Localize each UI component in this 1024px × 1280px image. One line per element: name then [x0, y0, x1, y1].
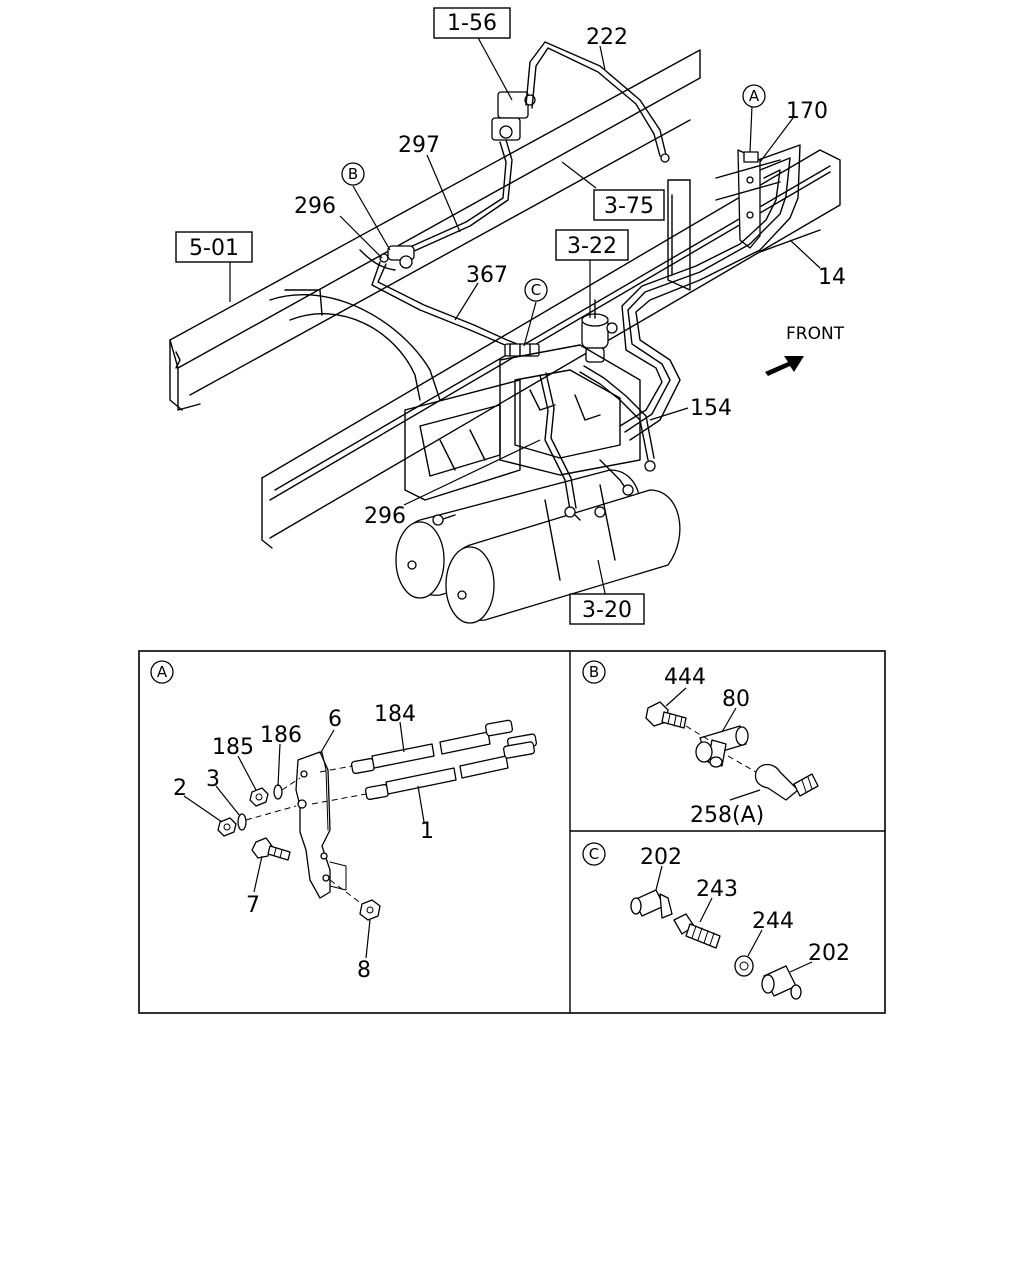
- svg-text:C: C: [531, 281, 541, 299]
- part-label-184: 184: [374, 702, 416, 727]
- cross-member: [269, 249, 441, 401]
- part-label-8: 8: [357, 958, 371, 983]
- valve-3-22: [581, 299, 618, 363]
- washer-3: [237, 813, 247, 831]
- tee-fitting-b: [379, 245, 415, 269]
- washer-186: [273, 784, 283, 800]
- bracket-plate: [295, 751, 347, 899]
- svg-text:3-22: 3-22: [567, 234, 617, 259]
- marker-c-detail[interactable]: C: [582, 842, 606, 866]
- banjo-bolt-444: [645, 701, 687, 729]
- part-label-7: 7: [246, 893, 260, 918]
- ref-box-3-22[interactable]: 3-22: [555, 229, 629, 261]
- detail-c-panel: C 202 243 244 202: [582, 842, 850, 1000]
- marker-a-detail[interactable]: A: [150, 660, 174, 684]
- ref-box-3-75[interactable]: 3-75: [593, 189, 665, 221]
- marker-b-detail[interactable]: B: [582, 660, 606, 684]
- part-label-367: 367: [466, 263, 508, 288]
- svg-text:A: A: [157, 663, 168, 681]
- part-label-444: 444: [664, 665, 706, 690]
- part-label-186: 186: [260, 723, 302, 748]
- ref-box-1-56[interactable]: 1-56: [433, 7, 511, 39]
- svg-text:3-75: 3-75: [604, 194, 654, 219]
- part-label-296-upper: 296: [294, 194, 336, 219]
- detail-b-panel: B 444 80 258(A): [582, 660, 819, 828]
- nut-185: [249, 787, 269, 807]
- tee-fitting-80: [695, 725, 749, 768]
- svg-text:A: A: [749, 87, 760, 105]
- pipe-297: [409, 139, 513, 253]
- nut-202-left: [630, 889, 673, 919]
- svg-text:1-56: 1-56: [447, 11, 497, 36]
- part-label-2: 2: [173, 776, 187, 801]
- valve-assembly: [491, 91, 536, 141]
- part-label-202-right: 202: [808, 941, 850, 966]
- front-label: FRONT: [786, 324, 845, 344]
- part-label-202-left: 202: [640, 845, 682, 870]
- part-label-1: 1: [420, 819, 434, 844]
- svg-text:C: C: [589, 845, 599, 863]
- part-label-6: 6: [328, 707, 342, 732]
- nut-2: [217, 817, 237, 837]
- front-arrow-icon: [765, 356, 804, 376]
- part-label-185: 185: [212, 735, 254, 760]
- part-label-222: 222: [586, 25, 628, 50]
- pipe-222: [525, 41, 670, 163]
- air-tanks: [395, 469, 681, 624]
- part-label-14: 14: [818, 265, 846, 290]
- sleeve-244: [734, 955, 754, 977]
- ref-box-5-01[interactable]: 5-01: [175, 231, 253, 263]
- union-243: [673, 913, 721, 949]
- part-label-3: 3: [206, 767, 220, 792]
- part-label-170: 170: [786, 99, 828, 124]
- detail-a-panel: A: [150, 660, 538, 983]
- part-label-296-lower: 296: [364, 504, 406, 529]
- pipe-170-14: [619, 144, 821, 441]
- frame-rail-lower: [261, 149, 841, 549]
- svg-text:5-01: 5-01: [189, 236, 239, 261]
- part-label-297: 297: [398, 133, 440, 158]
- part-label-80: 80: [722, 687, 750, 712]
- bolt-7: [251, 837, 291, 861]
- ref-box-3-20[interactable]: 3-20: [569, 593, 645, 625]
- tank-brackets: [404, 344, 641, 501]
- main-assembly-illustration: 1-56 3-75 5-01 3-22 3-20 222 170 297 296…: [169, 7, 846, 625]
- nut-8: [359, 899, 381, 921]
- pipe-1: [364, 741, 535, 800]
- svg-text:3-20: 3-20: [582, 598, 632, 623]
- part-label-244: 244: [752, 909, 794, 934]
- pipe-bracket-vertical: [667, 179, 691, 291]
- marker-b-main[interactable]: B: [341, 162, 365, 186]
- marker-c-main[interactable]: C: [524, 278, 548, 302]
- frame-rail-upper: [169, 49, 701, 411]
- part-label-258a: 258(A): [690, 803, 764, 828]
- nut-202-right: [761, 965, 802, 1000]
- bracket-a: [715, 149, 781, 249]
- part-label-243: 243: [696, 877, 738, 902]
- leader-lines-main: [229, 33, 821, 599]
- detail-panels-frame: [138, 650, 886, 1014]
- part-label-154: 154: [690, 396, 732, 421]
- elbow-fitting-258a: [754, 763, 819, 801]
- marker-a-main[interactable]: A: [742, 84, 766, 108]
- svg-text:B: B: [589, 663, 599, 681]
- pipe-296-lower: [432, 372, 634, 526]
- svg-text:B: B: [348, 165, 358, 183]
